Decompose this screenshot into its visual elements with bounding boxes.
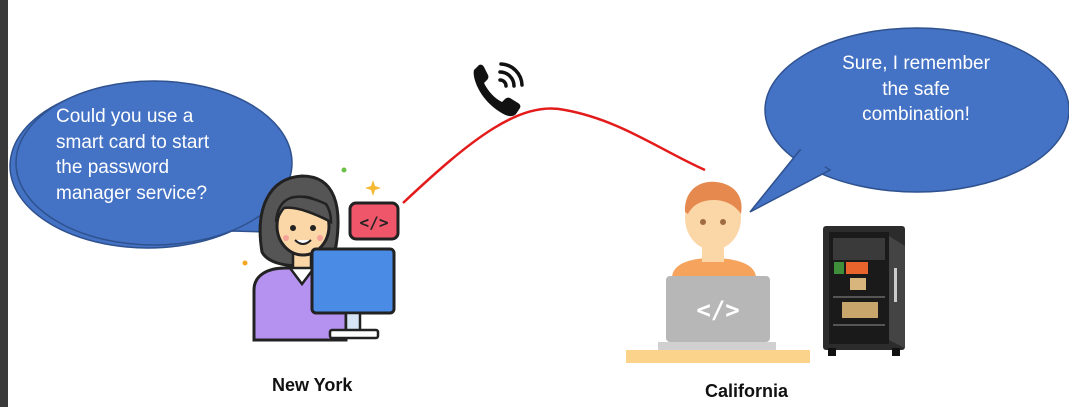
speech-text-right: Sure, I remember the safe combination! [806, 51, 1026, 128]
speech-bubble-left [9, 80, 293, 249]
phone-ringing-icon [473, 62, 524, 117]
speech-line: combination! [862, 104, 970, 125]
man-developer-illustration: </> [626, 181, 810, 363]
woman-developer-illustration [252, 174, 396, 342]
phone-call-line [402, 107, 706, 204]
speech-line: smart card to start [56, 131, 210, 153]
sparkle-star-icon [365, 180, 381, 196]
speech-text-left: Could you use a smart card to start the … [56, 104, 266, 206]
svg-text:</>: </> [360, 213, 389, 232]
sparkle-dot-green [341, 167, 347, 173]
speech-line: manager service? [56, 182, 208, 204]
window-edge [0, 0, 8, 407]
code-tag-icon: </> [348, 201, 400, 241]
sparkle-dot-orange [242, 260, 248, 266]
laptop-code-icon: </> [696, 296, 739, 324]
safe-icon [823, 226, 905, 356]
speech-line: the safe [882, 78, 950, 100]
speech-bubble-right [749, 27, 1069, 213]
speech-line: Could you use a [56, 106, 194, 127]
location-label-new-york: New York [272, 375, 353, 395]
speech-line: Sure, I remember [842, 53, 990, 74]
speech-line: the password [56, 157, 170, 178]
location-label-california: California [705, 381, 789, 401]
